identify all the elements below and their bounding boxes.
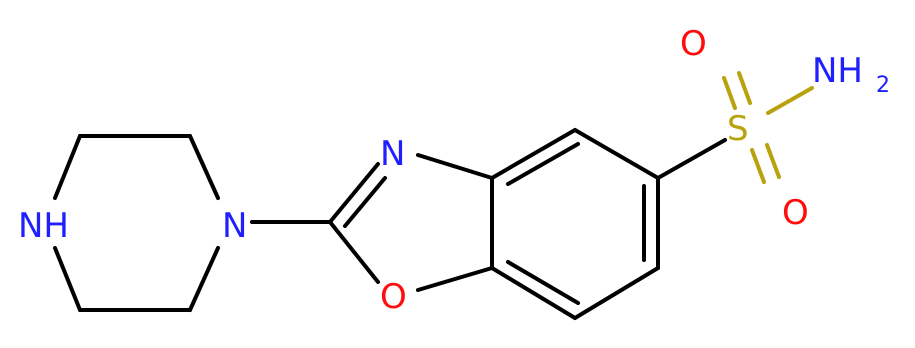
atom-amine-nh: NH (812, 51, 863, 91)
atom-amine-subscript: 2 (876, 73, 890, 98)
bond-c2-o1 (328, 220, 380, 284)
bond-c6-c7 (573, 266, 660, 320)
bond-s-o-bottom-b (765, 143, 781, 179)
bond-c4-c5 (573, 128, 660, 180)
bond-c7-c7a (490, 266, 577, 320)
atom-sulfonyl-o-top: O (680, 24, 707, 64)
bond-c3a-c4 (490, 128, 577, 180)
bond-pip-upper-left (53, 134, 82, 200)
bond-s-o-top-a (722, 76, 737, 110)
bond-s-o-bottom-a (750, 148, 766, 184)
bond-pip-lower-left (53, 246, 82, 312)
bond-s-o-top-b (737, 71, 752, 105)
bond-pip-lower-right (188, 246, 220, 312)
atom-piperazine-nh: NH (18, 206, 69, 246)
atom-piperazine-n: N (222, 206, 247, 246)
bond-pip-upper-right (188, 134, 220, 200)
bond-c7-c7a-inner (506, 260, 580, 305)
bond-c3a-c4-inner (506, 142, 580, 186)
bond-s-n (766, 86, 814, 115)
atom-oxazole-n: N (380, 134, 405, 174)
atom-sulfonyl-o-bottom: O (782, 193, 809, 233)
bond-c2-n3 (328, 162, 380, 224)
bond-o1-c7a (416, 266, 494, 292)
atom-sulfur: S (727, 109, 749, 149)
atom-oxazole-o: O (380, 277, 407, 317)
bond-c5-s (656, 138, 727, 180)
bond-n3-c3a (416, 153, 494, 180)
bond-c2-n3-inner (343, 176, 387, 228)
